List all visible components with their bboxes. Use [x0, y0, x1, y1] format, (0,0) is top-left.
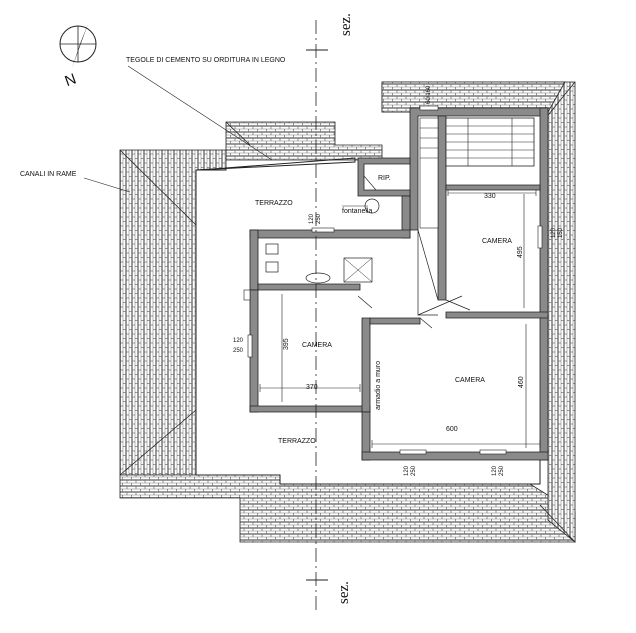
terrace-outline [195, 157, 541, 485]
win-right-b: 150 [558, 227, 564, 238]
windows [243, 105, 543, 455]
sez-top-label: sez. [338, 13, 354, 36]
dimension-lines [259, 190, 541, 448]
roof-tiles [119, 81, 576, 543]
stair [419, 117, 535, 229]
fontanella-label: fontanella [342, 208, 372, 215]
win-terrazzo-b: 250 [316, 213, 322, 224]
canali-label: CANALI IN RAME [20, 171, 77, 178]
win-terrazzo-a: 120 [309, 213, 315, 224]
win-left-a: 120 [233, 338, 244, 344]
terrazzo-bottom-label: TERRAZZO [278, 438, 316, 445]
north-label: N [63, 70, 79, 90]
win-bottom1-b: 250 [411, 465, 417, 476]
win-top-stair-note: 60/160 [426, 85, 432, 104]
rip-label: RIP. [378, 175, 391, 182]
terrazzo-top-label: TERRAZZO [255, 200, 293, 207]
camera-left-label: CAMERA [302, 342, 332, 349]
win-bottom2-a: 120 [492, 465, 498, 476]
armadio-label: armadio a muro [375, 361, 382, 410]
win-left-b: 250 [233, 348, 244, 354]
dim-395: 395 [283, 338, 290, 350]
dim-330: 330 [484, 193, 496, 200]
sez-bottom-label: sez. [336, 581, 352, 604]
north-arrow-icon [59, 24, 97, 68]
camera-right-top-label: CAMERA [482, 238, 512, 245]
win-bottom1-a: 120 [404, 465, 410, 476]
camera-right-bottom-label: CAMERA [455, 377, 485, 384]
door-swings [357, 175, 471, 329]
tegole-label: TEGOLE DI CEMENTO SU ORDITURA IN LEGNO [126, 57, 286, 64]
dim-370: 370 [306, 384, 318, 391]
dim-495: 495 [517, 246, 524, 258]
dim-460: 460 [518, 376, 525, 388]
bathroom-fixtures [265, 198, 380, 284]
dim-600: 600 [446, 426, 458, 433]
win-right-a: 120 [551, 227, 557, 238]
win-bottom2-b: 250 [499, 465, 505, 476]
